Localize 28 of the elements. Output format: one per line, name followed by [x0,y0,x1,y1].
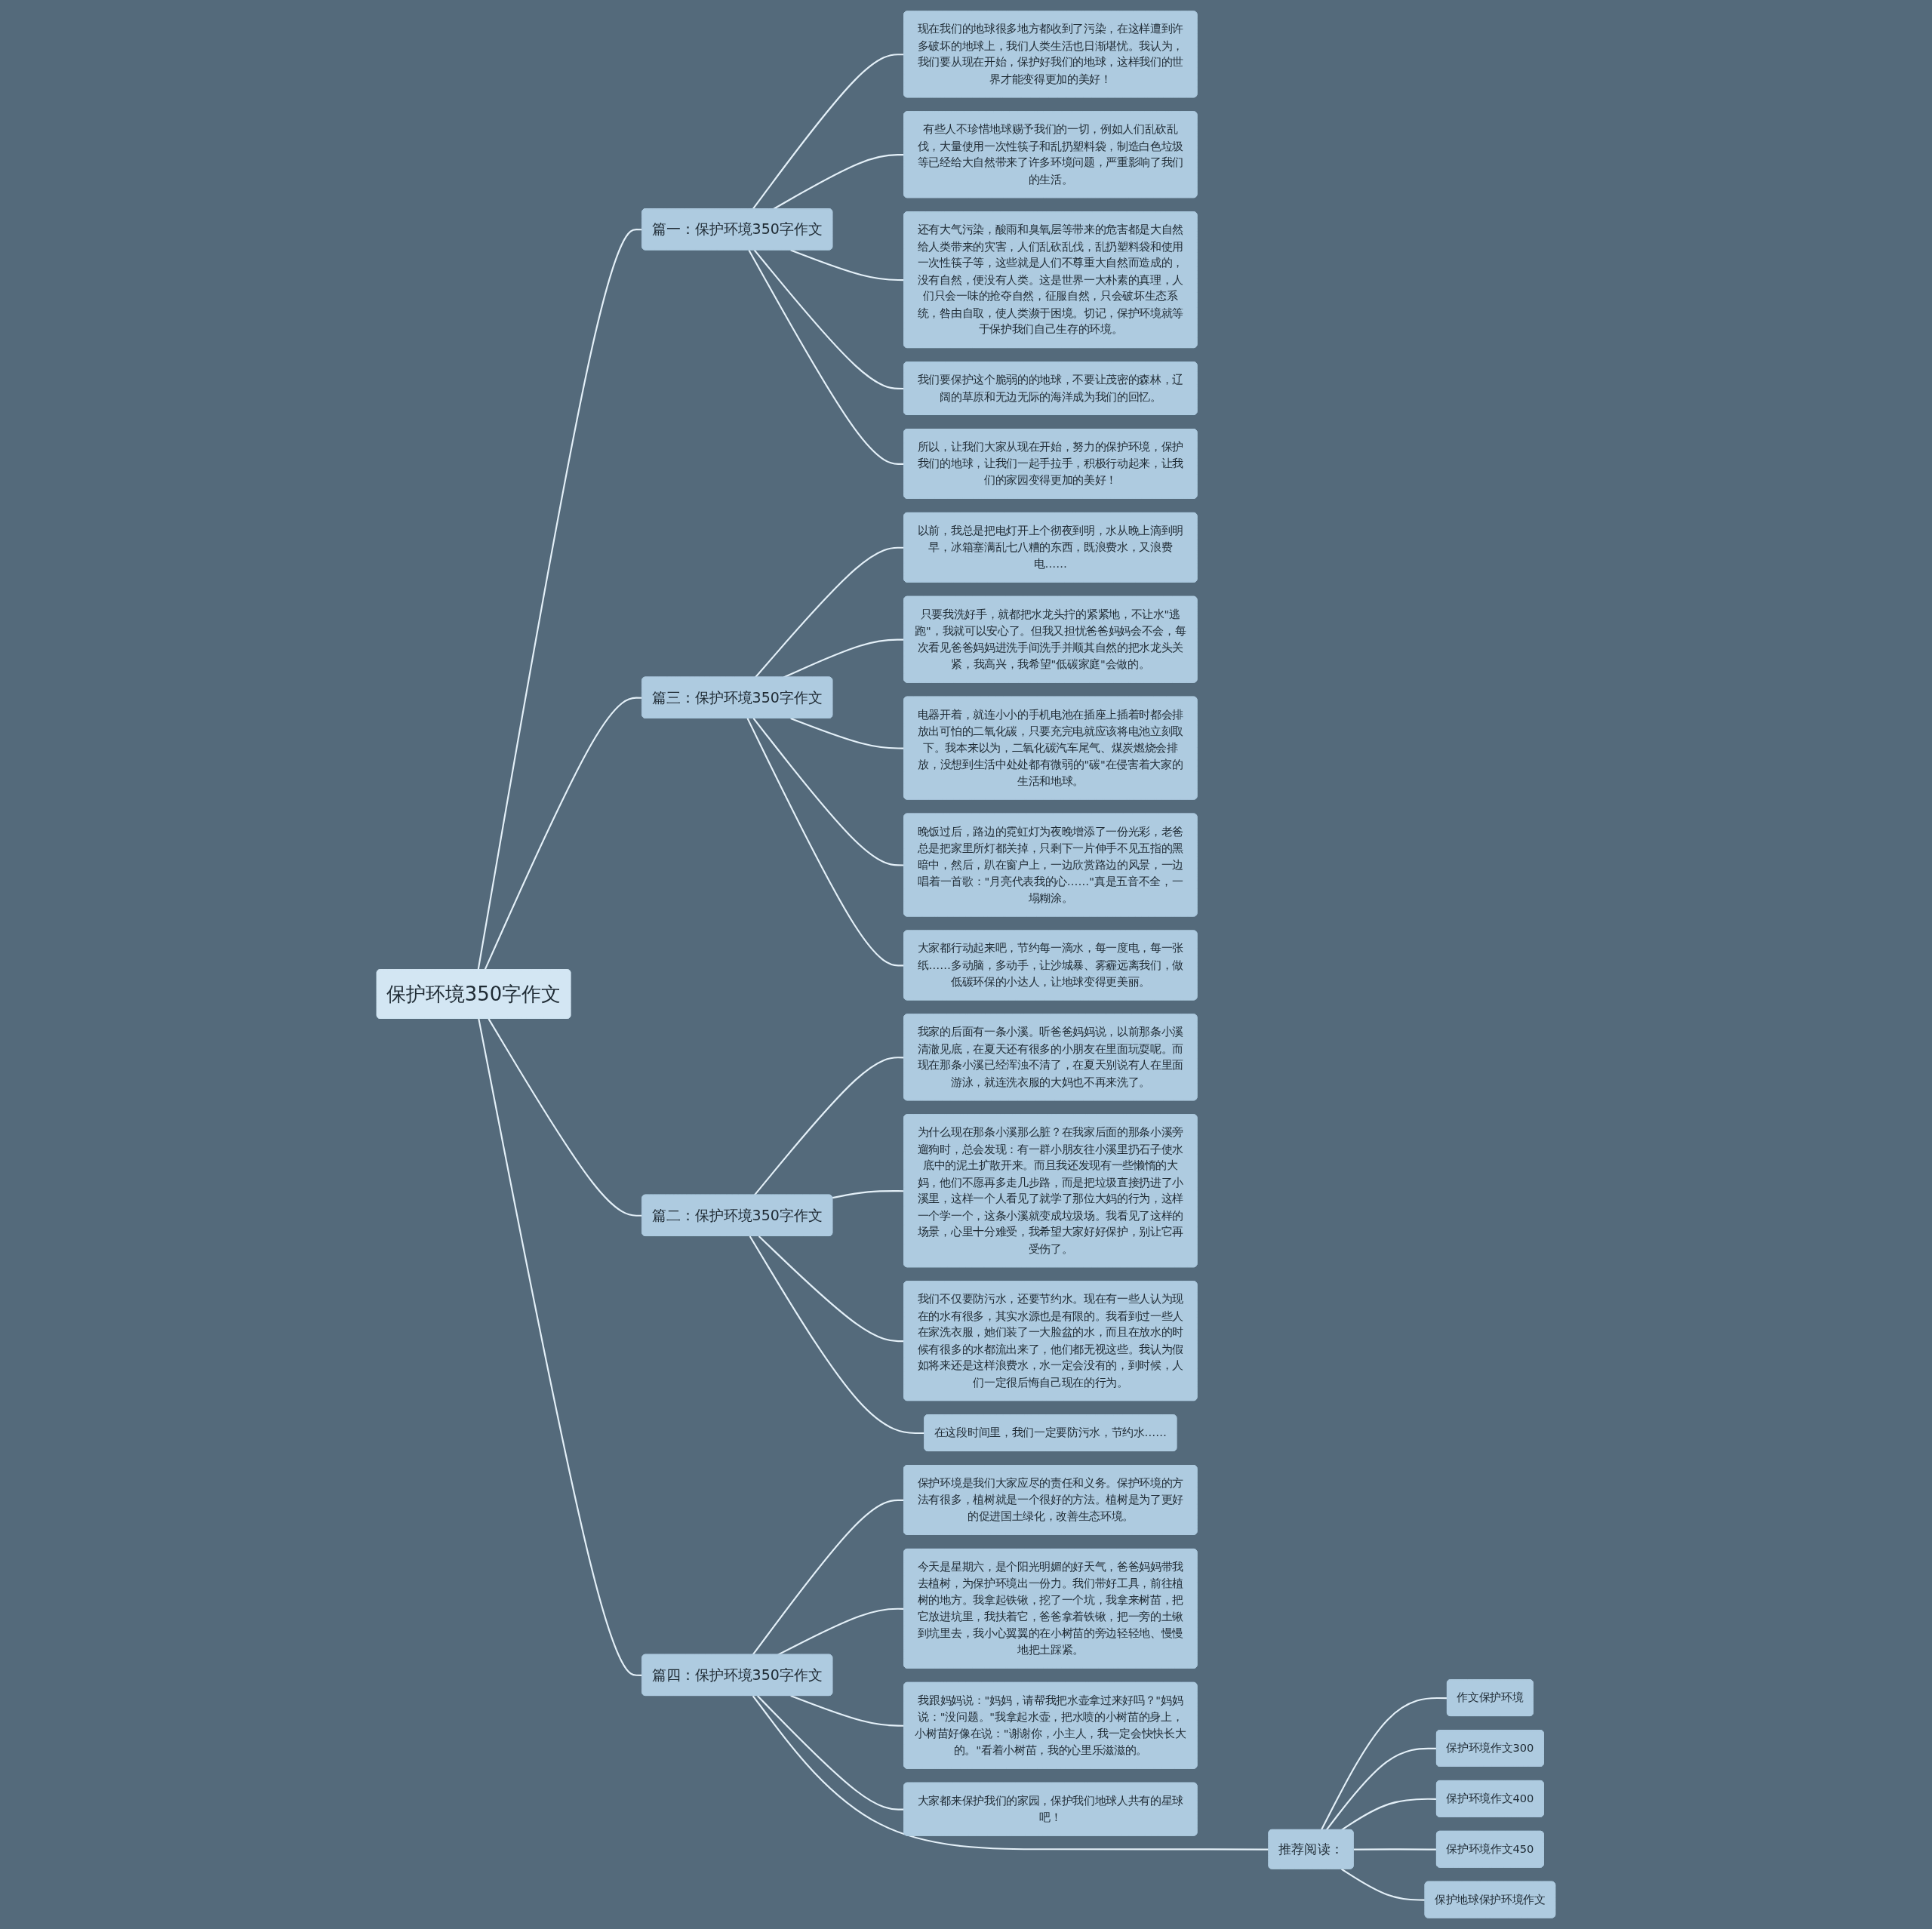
connector [1341,1798,1437,1831]
connector [755,546,905,678]
connector [777,1608,905,1656]
connector [790,717,905,749]
connector [1325,1747,1437,1831]
connector [484,697,643,971]
connector [756,1695,905,1811]
connector [746,718,905,967]
connector [1341,1868,1426,1901]
connector [790,249,905,282]
connector [783,638,905,678]
connector [1320,1697,1447,1831]
connector [758,1235,905,1343]
connector [749,1235,925,1435]
connector [752,718,905,866]
connector [748,249,905,465]
connector [832,1190,905,1199]
connector [478,1018,643,1676]
connector [753,1057,905,1196]
connector [477,229,643,971]
connector [488,1018,643,1217]
connector [752,54,905,210]
connector [1353,1848,1437,1851]
connector [773,154,905,210]
connector [752,1499,905,1656]
connector [753,249,905,390]
connector [752,1695,1269,1851]
connector [790,1695,905,1727]
